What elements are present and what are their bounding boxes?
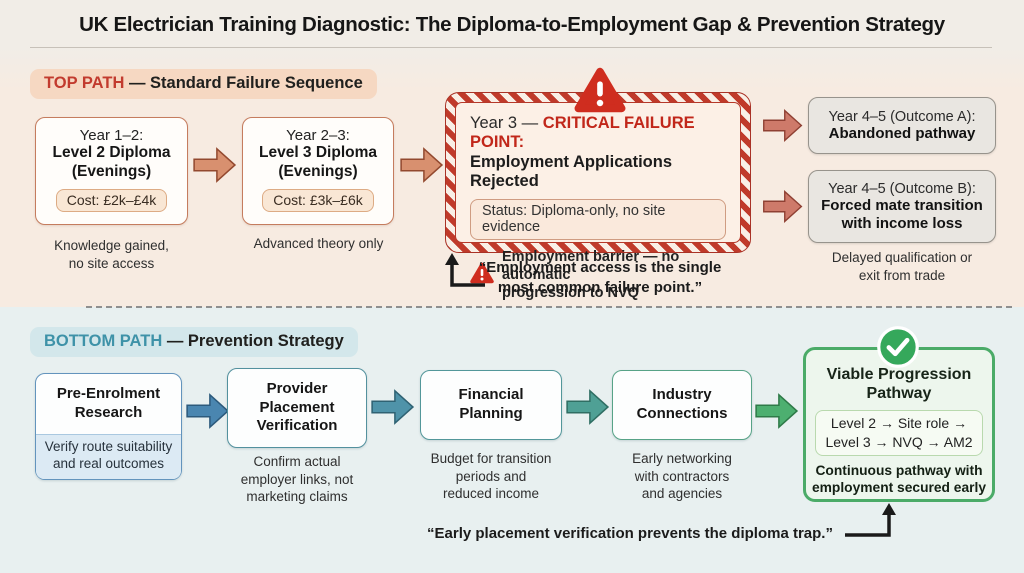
bottom-path-label-highlight: BOTTOM PATH xyxy=(44,332,163,350)
outcome-b-title: Forced mate transition with income loss xyxy=(821,196,983,232)
result-caption: Continuous pathway with employment secur… xyxy=(811,462,987,495)
stage1-years: Year 1–2: xyxy=(79,127,144,144)
step4-industry-connections-box: Industry Connections xyxy=(612,370,752,440)
top-path-label-rest: — Standard Failure Sequence xyxy=(124,74,363,92)
critical-title-prefix: Year 3 — xyxy=(470,114,543,132)
page-title: UK Electrician Training Diagnostic: The … xyxy=(79,13,945,36)
barrier-note-row: Employment barrier — no automatic progre… xyxy=(470,248,726,302)
prevention-quote: “Early placement verification prevents t… xyxy=(427,525,833,542)
elbow-arrow-up-right-icon xyxy=(843,501,899,544)
step1-pre-enrolment-research-box: Pre-Enrolment Research Verify route suit… xyxy=(35,373,182,480)
step2-provider-placement-verification-box: Provider Placement Verification xyxy=(227,368,367,448)
critical-subtitle: Employment Applications Rejected xyxy=(470,153,672,190)
stage1-caption: Knowledge gained, no site access xyxy=(54,238,169,271)
warning-triangle-icon xyxy=(574,66,626,119)
elbow-arrow-up-icon xyxy=(441,252,487,297)
step3-financial-planning-box: Financial Planning xyxy=(420,370,562,440)
stage1-cost-badge: Cost: £2k–£4k xyxy=(55,188,168,212)
stage2-years: Year 2–3: xyxy=(286,127,350,144)
flow-arrow-icon xyxy=(565,388,611,426)
outcome-a-years: Year 4–5 (Outcome A): xyxy=(828,108,976,125)
flow-arrow-icon xyxy=(760,108,806,143)
stage2-title: Level 3 Diploma (Evenings) xyxy=(258,144,377,180)
section-divider-dashed-line xyxy=(86,306,1012,308)
step1-title: Pre-Enrolment Research xyxy=(56,385,161,422)
flow-arrow-icon xyxy=(370,388,416,426)
step4-title: Industry Connections xyxy=(636,386,728,422)
stage2-level3-diploma-box: Year 2–3: Level 3 Diploma (Evenings) Cos… xyxy=(242,117,394,225)
critical-title: Year 3 — CRITICAL FAILURE POINT: xyxy=(470,114,726,152)
step2-title: Provider Placement Verification xyxy=(256,379,338,435)
stage1-title: Level 2 Diploma (Evenings) xyxy=(52,144,171,180)
flow-arrow-icon xyxy=(760,189,806,224)
step1-note: Verify route suitability and real outcom… xyxy=(36,434,181,479)
check-circle-icon xyxy=(876,325,920,374)
step4-caption: Early networking with contractors and ag… xyxy=(632,451,732,502)
outcomes-caption: Delayed qualification or exit from trade xyxy=(831,250,973,283)
pathway-sequence-badge: Level 2 → Site role → Level 3 → NVQ → AM… xyxy=(815,410,983,456)
bottom-path-label-rest: — Prevention Strategy xyxy=(162,332,344,350)
step2-caption: Confirm actual employer links, not marke… xyxy=(240,454,354,505)
outcome-b-box: Year 4–5 (Outcome B): Forced mate transi… xyxy=(808,170,996,243)
status-badge: Status: Diploma-only, no site evidence xyxy=(470,199,726,240)
step3-caption: Budget for transition periods and reduce… xyxy=(430,451,552,502)
flow-arrow-icon xyxy=(190,146,240,184)
flow-arrow-icon xyxy=(185,392,231,430)
stage1-level2-diploma-box: Year 1–2: Level 2 Diploma (Evenings) Cos… xyxy=(35,117,188,225)
viable-progression-pathway-box: Viable Progression Pathway Level 2 → Sit… xyxy=(803,347,995,502)
outcome-a-title: Abandoned pathway xyxy=(828,124,976,142)
critical-failure-box-inner: Year 3 — CRITICAL FAILURE POINT: Employm… xyxy=(455,102,741,301)
flow-arrow-icon xyxy=(753,392,801,430)
top-path-label: TOP PATH — Standard Failure Sequence xyxy=(30,69,377,99)
result-title: Viable Progression Pathway xyxy=(826,366,972,403)
stage2-cost-badge: Cost: £3k–£6k xyxy=(262,188,374,212)
step3-title: Financial Planning xyxy=(458,386,524,422)
barrier-note-text: Employment barrier — no automatic progre… xyxy=(502,249,680,302)
stage2-caption: Advanced theory only xyxy=(253,236,384,251)
outcome-b-years: Year 4–5 (Outcome B): xyxy=(828,180,976,197)
title-underline xyxy=(30,47,992,48)
failure-quote: “Employment access is the single most co… xyxy=(478,259,722,297)
flow-arrow-icon xyxy=(397,146,447,184)
top-path-label-highlight: TOP PATH xyxy=(44,74,125,92)
critical-title-highlight: CRITICAL FAILURE POINT: xyxy=(470,114,695,151)
warning-triangle-small-icon xyxy=(470,262,494,289)
outcome-a-box: Year 4–5 (Outcome A): Abandoned pathway xyxy=(808,97,996,154)
bottom-path-label: BOTTOM PATH — Prevention Strategy xyxy=(30,327,358,357)
